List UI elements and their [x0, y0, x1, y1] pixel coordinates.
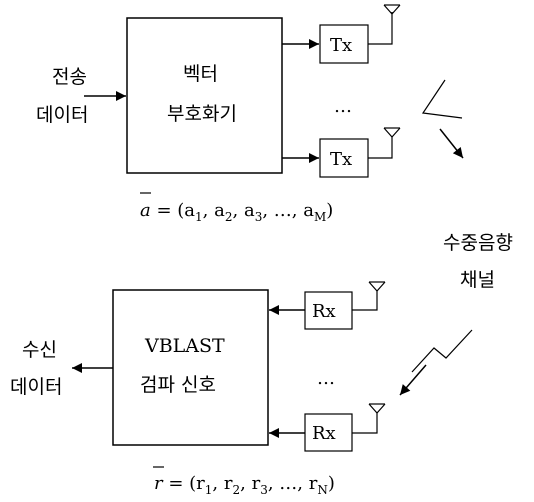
- vblast-detector-block: [112, 289, 269, 446]
- channel-label-line1: 수중음향: [443, 232, 513, 254]
- uplink-signal-zigzag: [411, 329, 473, 373]
- antenna-icon: [352, 281, 386, 311]
- rx-dots: …: [317, 368, 335, 389]
- rx-label-2: Rx: [312, 423, 336, 444]
- encoder-label-line1: 벡터: [183, 63, 218, 85]
- downlink-signal-arrow: [439, 128, 464, 159]
- detector-label-line1: VBLAST: [144, 335, 225, 357]
- tx-label-1: Tx: [330, 35, 352, 56]
- input-label-line2: 데이터: [36, 104, 88, 126]
- channel-label-line2: 채널: [460, 269, 495, 291]
- uplink-signal-arrow: [399, 364, 427, 396]
- tx-equation: a = (a1, a2, a3, …, aM): [140, 200, 333, 224]
- output-label-line1: 수신: [22, 339, 57, 361]
- output-label-line2: 데이터: [10, 376, 62, 398]
- antenna-icon: [352, 403, 386, 434]
- vector-encoder-block: [126, 17, 283, 174]
- tx-eq-prefix: = (: [151, 200, 185, 221]
- antenna-icon: [368, 4, 401, 45]
- tx-eq-symbol: a: [140, 200, 151, 221]
- antenna-icon: [368, 127, 401, 159]
- rx-equation: r = (r1, r2, r3, …, rN): [154, 473, 335, 497]
- downlink-signal-zigzag: [421, 79, 463, 119]
- input-label-line1: 전송: [52, 66, 87, 88]
- rx-label-1: Rx: [312, 301, 336, 322]
- rx-eq-symbol: r: [154, 473, 164, 494]
- rx-eq-prefix: = (: [163, 473, 197, 494]
- tx-dots: …: [334, 96, 352, 117]
- encoder-label-line2: 부호화기: [167, 103, 237, 125]
- detector-label-line2: 검파 신호: [140, 374, 216, 396]
- tx-label-2: Tx: [330, 149, 352, 170]
